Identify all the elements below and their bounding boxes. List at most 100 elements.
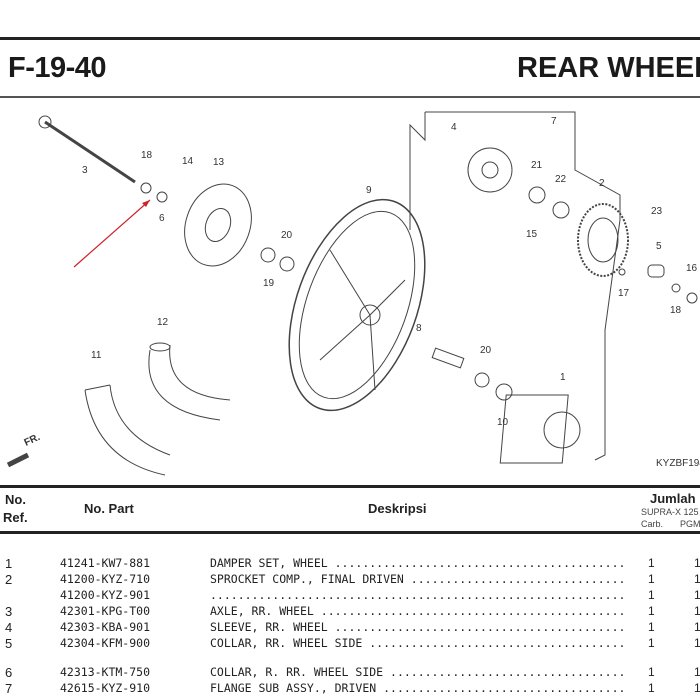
ref-no: 7 [5, 681, 13, 696]
part-number: 42304-KFM-900 [60, 636, 151, 650]
table-row[interactable]: 2 41200-KYZ-710 SPROCKET COMP., FINAL DRIV… [0, 572, 700, 588]
callout-number: 16 [686, 263, 698, 274]
pin-drawing [431, 347, 465, 369]
description: COLLAR, RR. WHEEL SIDE .................… [210, 636, 623, 650]
callout-number: 18 [141, 150, 153, 161]
description-text: DAMPER SET, WHEEL [210, 556, 328, 570]
qty-carb: 1 [648, 572, 655, 586]
hub-frame [409, 111, 621, 461]
page-code: F-19-40 [8, 52, 107, 84]
header-pgm: PGM [680, 519, 700, 529]
title-rule [0, 96, 700, 98]
leader-dots: ........................................… [390, 665, 623, 679]
callout-number: 4 [451, 122, 457, 133]
callout-number: 14 [182, 156, 194, 167]
description: COLLAR, R. RR. WHEEL SIDE ..............… [210, 665, 623, 679]
top-rule [0, 37, 700, 40]
callout-number: 10 [497, 417, 509, 428]
callout-number: 7 [551, 116, 557, 127]
tube-drawing [148, 342, 231, 421]
callout-number: 5 [656, 241, 662, 252]
part-number: 41200-KYZ-901 [60, 588, 151, 602]
description: SPROCKET COMP., FINAL DRIVEN ...........… [210, 572, 623, 586]
callout-number: 20 [281, 230, 293, 241]
table-row[interactable]: 41200-KYZ-901 ..........................… [0, 588, 700, 604]
leader-dots: ........................................… [410, 572, 623, 586]
qty-carb: 1 [648, 556, 655, 570]
wheel-drawing [288, 198, 426, 412]
ref-no: 2 [5, 572, 13, 587]
qty-pgm: 1 [694, 681, 700, 695]
table-row[interactable]: 6 42313-KTM-750 COLLAR, R. RR. WHEEL SIDE … [0, 665, 700, 681]
part-number: 41200-KYZ-710 [60, 572, 151, 586]
brake-disc-drawing [184, 183, 252, 267]
callout-number: 2 [599, 178, 605, 189]
description-text: SPROCKET COMP., FINAL DRIVEN [210, 572, 404, 586]
part-number: 42313-KTM-750 [60, 665, 151, 679]
callout-number: 8 [416, 323, 422, 334]
qty-pgm: 1 [694, 636, 700, 650]
leader-dots: ........................................… [334, 556, 623, 570]
fr-arrow-icon [6, 452, 30, 468]
header-carb: Carb. [641, 519, 664, 529]
leader-dots: ........................................… [383, 681, 623, 695]
leader-dots: ........................................… [334, 620, 623, 634]
description: FLANGE SUB ASSY., DRIVEN ...............… [210, 681, 623, 695]
flange-drawing [467, 147, 513, 193]
callout-number: 1 [560, 372, 566, 383]
qty-carb: 1 [648, 604, 655, 618]
table-row[interactable]: 3 42301-KPG-T00 AXLE, RR. WHEEL ..........… [0, 604, 700, 620]
callout-number: 12 [157, 317, 169, 328]
part-number: 42303-KBA-901 [60, 620, 151, 634]
part-number: 42301-KPG-T00 [60, 604, 151, 618]
callout-number: 18 [670, 305, 682, 316]
callout-number: 3 [82, 165, 88, 176]
image-code: KYZBF1940 [656, 458, 700, 469]
table-top-rule [0, 485, 700, 488]
qty-carb: 1 [648, 665, 655, 679]
ref-no: 5 [5, 636, 13, 651]
callout-number: 22 [555, 174, 567, 185]
part-number: 41241-KW7-881 [60, 556, 151, 570]
ref-no: 6 [5, 665, 13, 680]
callout-number: 6 [159, 213, 165, 224]
header-qty: Jumlah [650, 491, 696, 506]
callout-number: 13 [213, 157, 225, 168]
direction-label: FR. [23, 432, 42, 449]
bearing-drawing [552, 201, 570, 219]
table-row[interactable]: 1 41241-KW7-881 DAMPER SET, WHEEL ........… [0, 556, 700, 572]
callout-number: 21 [531, 160, 543, 171]
qty-carb: 1 [648, 681, 655, 695]
bearing-drawing [528, 186, 546, 204]
callout-number: 20 [480, 345, 492, 356]
tire-drawing [84, 384, 171, 476]
qty-pgm: 1 [694, 588, 700, 602]
table-header-rule [0, 531, 700, 534]
sleeve-drawing [647, 264, 665, 278]
red-pointer-arrow [73, 199, 151, 268]
table-row[interactable]: 5 42304-KFM-900 COLLAR, RR. WHEEL SIDE ...… [0, 636, 700, 652]
qty-pgm: 1 [694, 604, 700, 618]
ref-no: 3 [5, 604, 13, 619]
description: AXLE, RR. WHEEL ........................… [210, 604, 623, 618]
description: DAMPER SET, WHEEL ......................… [210, 556, 623, 570]
damper-drawing [499, 394, 581, 464]
collar-drawing [156, 191, 168, 203]
sprocket-drawing [577, 203, 629, 277]
qty-carb: 1 [648, 636, 655, 650]
leader-dots: ........................................… [210, 588, 623, 602]
bearing-drawing [260, 247, 276, 263]
header-model: SUPRA-X 125 [641, 507, 699, 517]
bearing-drawing [279, 256, 295, 272]
description-text: AXLE, RR. WHEEL [210, 604, 314, 618]
description: SLEEVE, RR. WHEEL ......................… [210, 620, 623, 634]
description-text: FLANGE SUB ASSY., DRIVEN [210, 681, 377, 695]
leader-dots: ........................................… [369, 636, 623, 650]
description-text: SLEEVE, RR. WHEEL [210, 620, 328, 634]
qty-carb: 1 [648, 588, 655, 602]
collar-drawing [140, 182, 152, 194]
description-text: COLLAR, RR. WHEEL SIDE [210, 636, 363, 650]
